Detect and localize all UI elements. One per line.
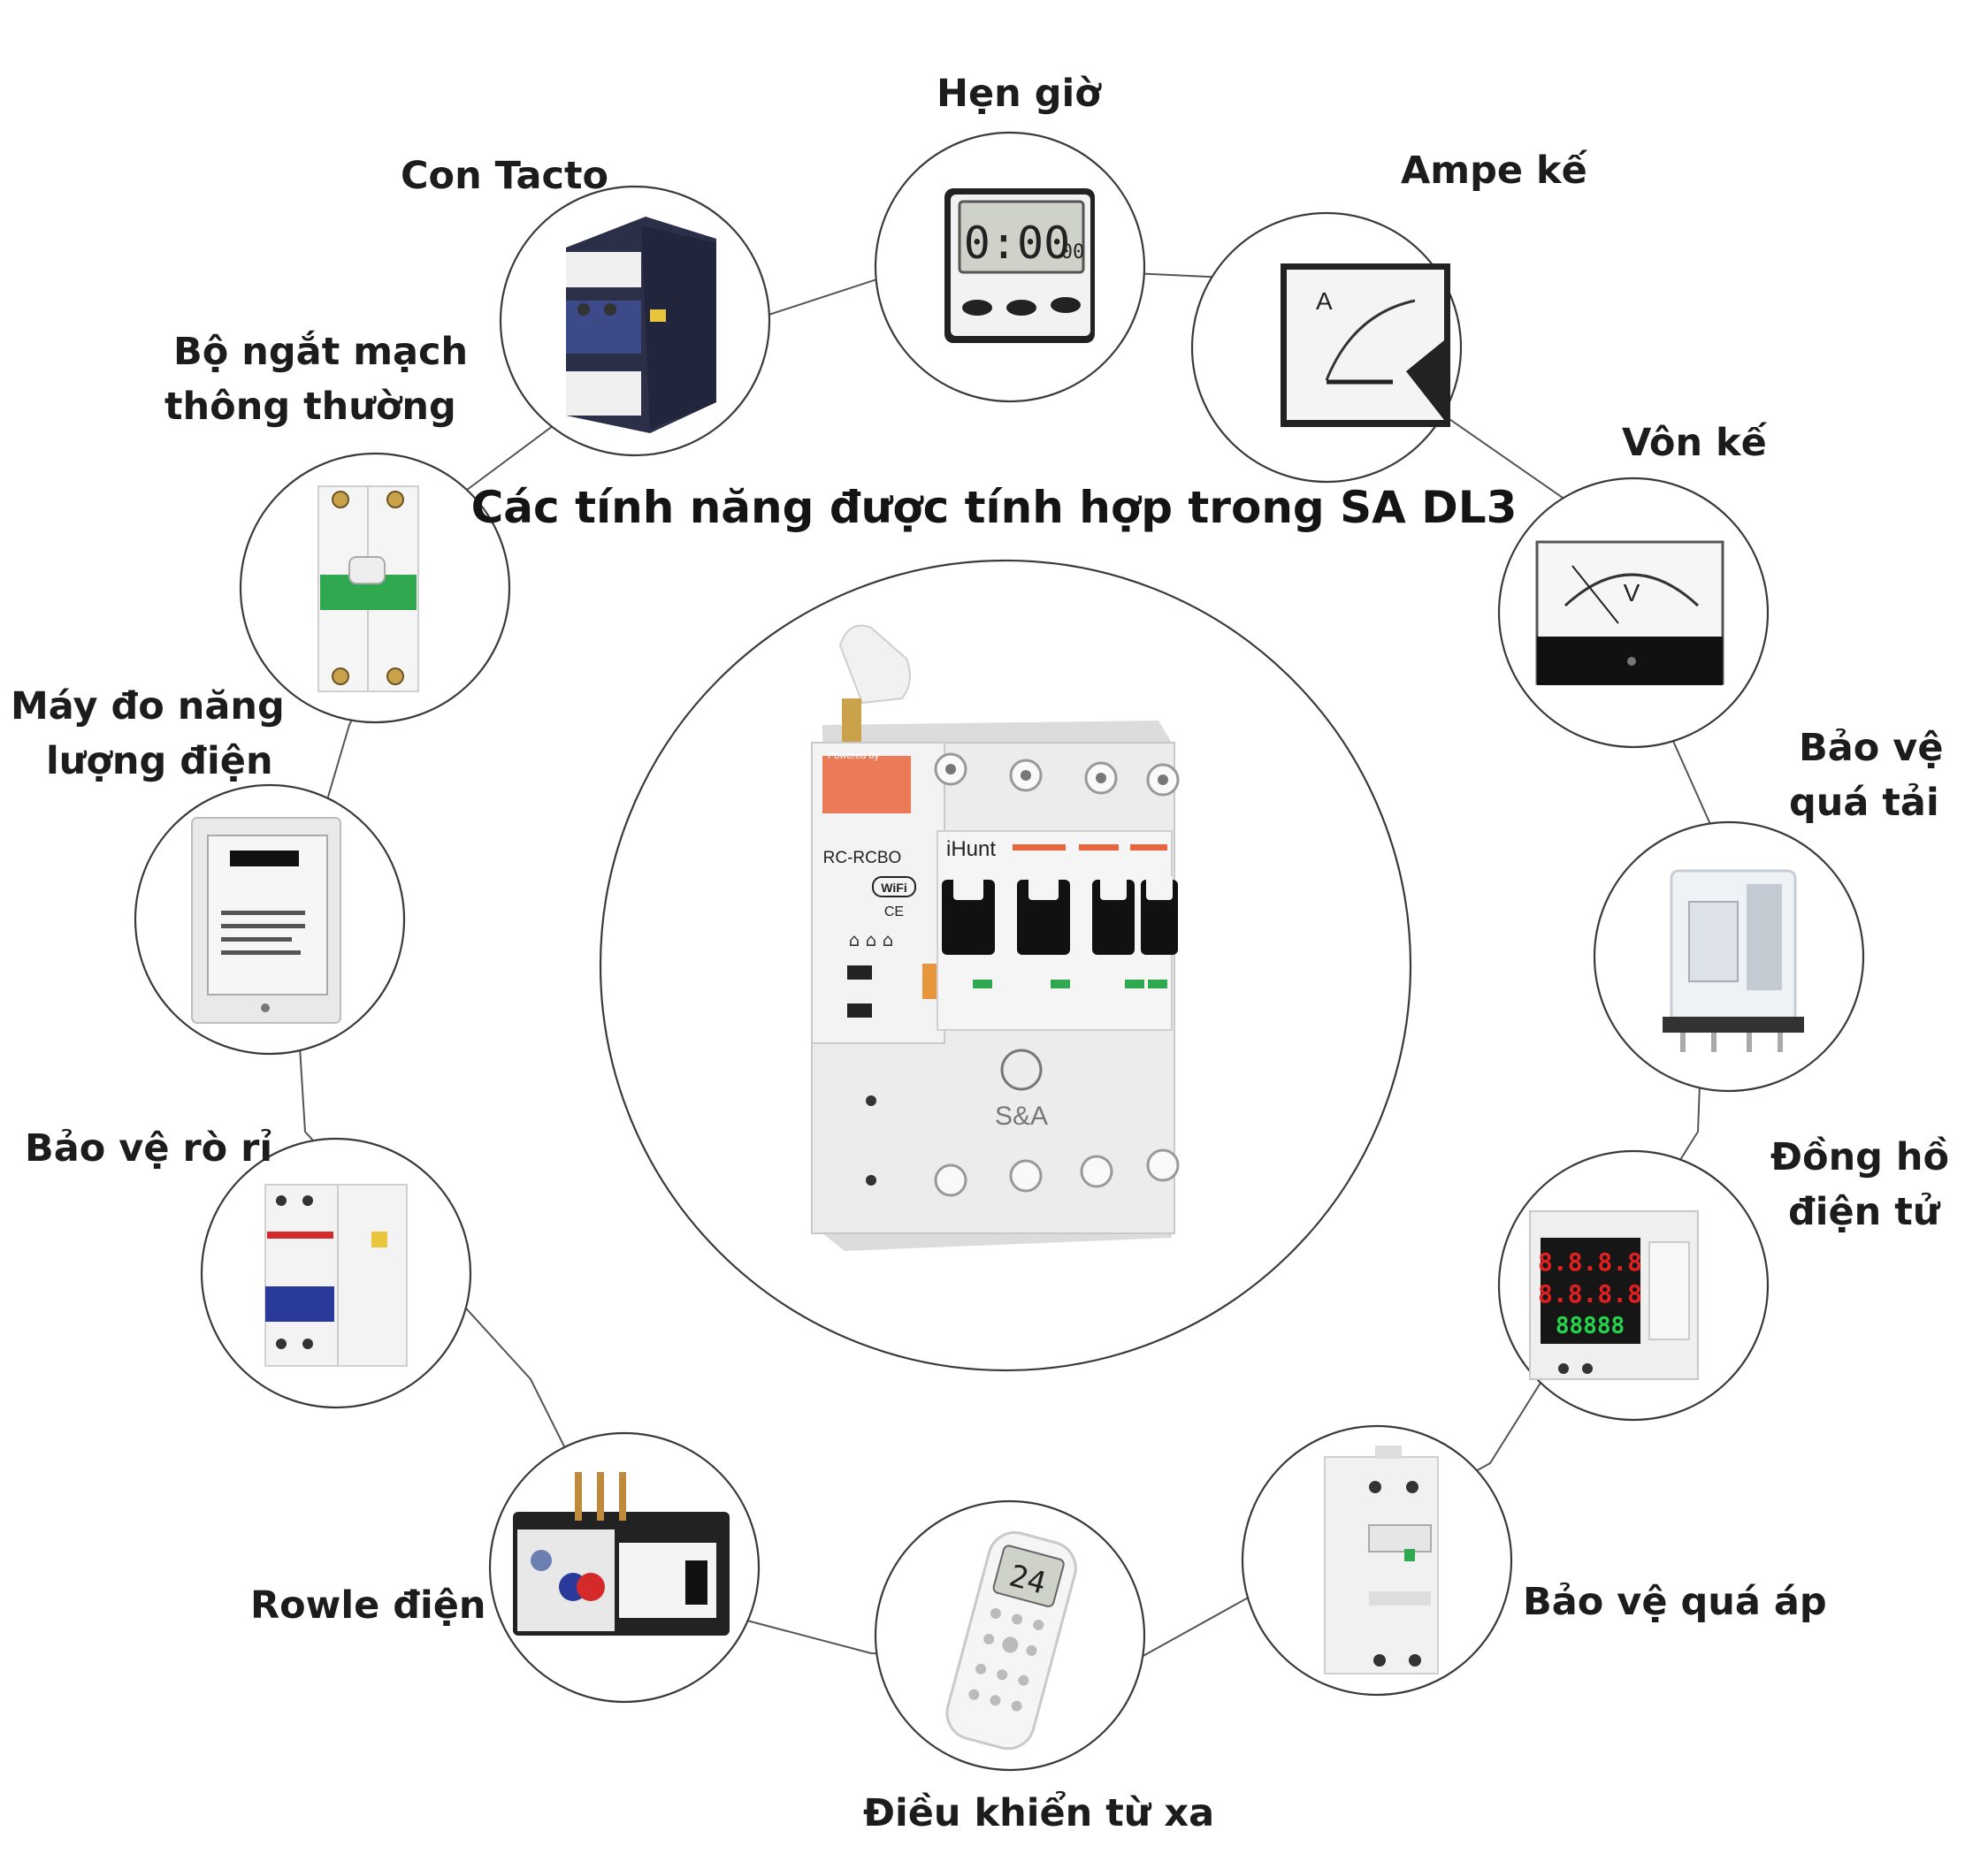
svg-text:8.8.8.8: 8.8.8.8 bbox=[1538, 1247, 1642, 1277]
label-breaker-1: Bộ ngắt mạch bbox=[173, 330, 469, 374]
label-energy-meter-1: Máy đo năng bbox=[11, 684, 285, 729]
overvoltage-icon bbox=[1241, 1424, 1513, 1697]
ammeter-icon: A bbox=[1190, 211, 1463, 484]
sa-dl3-device: Powered by RC-RCBO WiFi CE ⌂ ⌂ ⌂ iHunt bbox=[811, 624, 1180, 1251]
label-ammeter: Ampe kế bbox=[1401, 149, 1587, 193]
label-digital-meter-2: điện tử bbox=[1788, 1190, 1940, 1234]
voltmeter-icon: V bbox=[1497, 477, 1770, 749]
svg-text:8.8.8.8: 8.8.8.8 bbox=[1538, 1279, 1642, 1308]
brand-text: iHunt bbox=[946, 837, 996, 861]
svg-text:0:00: 0:00 bbox=[964, 217, 1070, 269]
wifi-text: WiFi bbox=[881, 881, 906, 895]
svg-text:⌂ ⌂ ⌂: ⌂ ⌂ ⌂ bbox=[849, 929, 894, 950]
label-contactor: Con Tacto bbox=[401, 154, 609, 198]
leakage-protection-icon bbox=[200, 1137, 472, 1409]
svg-text:V: V bbox=[1624, 579, 1640, 606]
powered-by-text: Powered by bbox=[828, 751, 880, 761]
label-overload-1: Bảo vệ bbox=[1799, 726, 1944, 770]
ce-text: CE bbox=[884, 904, 904, 919]
remote-control-icon: 24 bbox=[874, 1499, 1146, 1772]
model-text: RC-RCBO bbox=[823, 849, 902, 867]
label-voltmeter: Vôn kế bbox=[1622, 421, 1767, 465]
label-thermal-relay: Rowle điện bbox=[250, 1583, 486, 1628]
diagram-title: Các tính năng được tính hợp trong SA DL3 bbox=[470, 482, 1518, 533]
label-overload-2: quá tải bbox=[1789, 781, 1939, 825]
label-remote: Điều khiển từ xa bbox=[863, 1791, 1215, 1835]
label-energy-meter-2: lượng điện bbox=[46, 739, 273, 783]
energy-meter-icon bbox=[134, 783, 406, 1056]
label-digital-meter-1: Đồng hồ bbox=[1770, 1135, 1950, 1179]
timer-icon: 0:00 00 bbox=[874, 131, 1146, 403]
contactor-icon bbox=[499, 185, 771, 457]
label-timer: Hẹn giờ bbox=[937, 72, 1101, 116]
digital-meter-icon: 8.8.8.8 8.8.8.8 88888 bbox=[1497, 1149, 1770, 1422]
overload-relay-icon bbox=[1593, 820, 1865, 1093]
sa-logo-text: S&A bbox=[995, 1102, 1048, 1131]
svg-text:88888: 88888 bbox=[1556, 1313, 1625, 1339]
label-breaker-2: thông thường bbox=[164, 385, 456, 429]
label-overvoltage: Bảo vệ quá áp bbox=[1523, 1580, 1827, 1624]
svg-text:A: A bbox=[1316, 287, 1333, 315]
thermal-relay-icon bbox=[488, 1431, 761, 1704]
breaker-icon bbox=[239, 452, 511, 724]
label-leakage: Bảo vệ rò rỉ bbox=[25, 1126, 273, 1171]
svg-text:00: 00 bbox=[1061, 241, 1085, 263]
